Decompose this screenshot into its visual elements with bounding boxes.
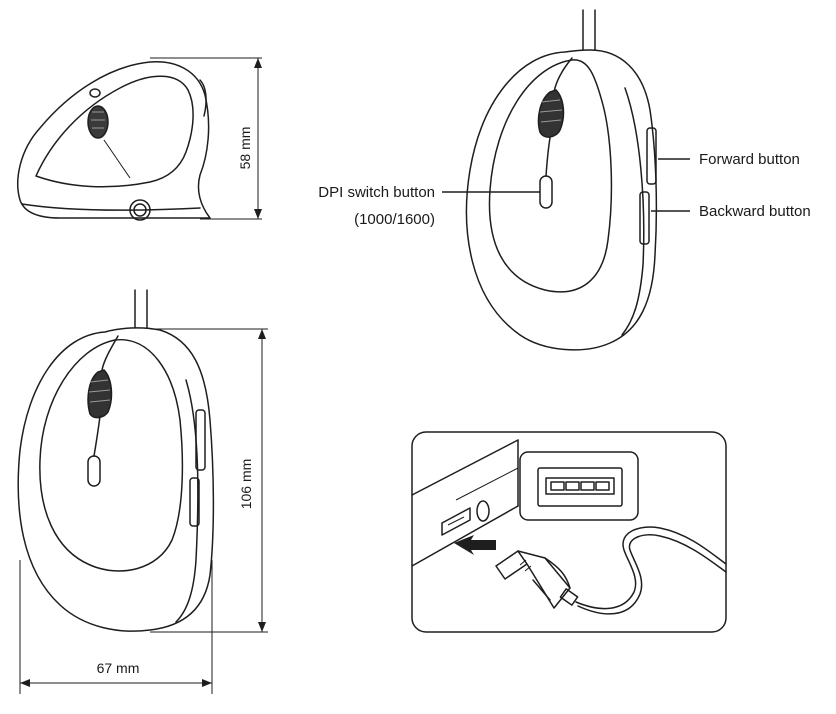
usb-plug [495,550,579,609]
mouse-top-view-left [17,289,215,632]
dpi-switch-callout: DPI switch button (1000/1600) [318,184,540,228]
forward-button-callout: Forward button [658,151,800,168]
length-dimension-label: 106 mm [238,459,254,510]
dpi-values-label: (1000/1600) [354,211,435,228]
forward-button-label: Forward button [699,151,800,168]
backward-button-label: Backward button [699,203,811,220]
height-dimension-label: 58 mm [237,127,253,170]
width-dimension-label: 67 mm [97,660,140,676]
height-dimension: 58 mm [150,57,262,220]
mouse-side-view [17,61,211,221]
width-dimension: 67 mm [19,560,213,694]
usb-connection-illustration [411,431,727,633]
insert-arrow-icon [454,535,496,555]
backward-button-callout: Backward button [651,203,811,220]
mouse-top-view-right [465,9,658,351]
dpi-switch-label: DPI switch button [318,184,435,201]
length-dimension: 106 mm [150,328,268,633]
